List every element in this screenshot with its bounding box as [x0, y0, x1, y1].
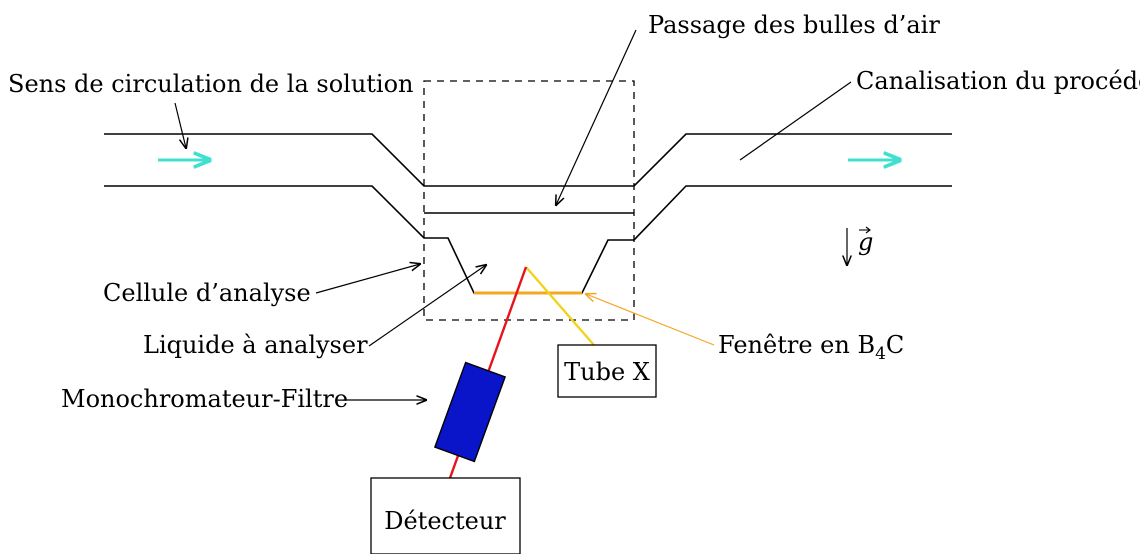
- gravity-symbol: g: [858, 228, 873, 256]
- analysis-cell-label: Cellule d’analyse: [103, 279, 311, 307]
- gravity-vector: g: [847, 226, 873, 265]
- pipe-upper-wall: [104, 133, 952, 187]
- window-leader-arrow: [586, 294, 715, 346]
- liquid-leader-arrow: [368, 265, 486, 347]
- flow-direction-label: Sens de circulation de la solution: [8, 70, 414, 98]
- monochromator-filter: [433, 361, 507, 463]
- vector-bar-tip: [865, 226, 871, 234]
- window-label-prefix: Fenêtre en B: [718, 331, 875, 359]
- window-label: Fenêtre en B4C: [718, 331, 904, 364]
- flow-direction-leader-arrow: [174, 102, 186, 148]
- detector-label: Détecteur: [384, 507, 506, 535]
- xray-tube-box: [557, 344, 657, 398]
- detector-box: [370, 477, 521, 554]
- monochromator-label: Monochromateur-Filtre: [61, 385, 348, 413]
- analysis-cell-leader-arrow: [315, 264, 420, 294]
- window-label-suffix: C: [886, 331, 904, 359]
- xray-tube-label: Tube X: [564, 358, 650, 386]
- air-bubbles-leader-arrow: [556, 29, 637, 205]
- analysis-cell-boundary: [423, 80, 635, 321]
- pipe-lower-wall-with-cell: [104, 185, 952, 294]
- window-label-subscript: 4: [875, 344, 886, 364]
- incident-xray-beam: [525, 266, 601, 353]
- air-bubbles-label: Passage des bulles d’air: [648, 11, 940, 39]
- liquid-label: Liquide à analyser: [143, 331, 368, 359]
- process-pipe-label: Canalisation du procédé: [856, 67, 1140, 95]
- process-pipe-leader-line: [739, 81, 852, 161]
- leader-arrows: [174, 29, 852, 400]
